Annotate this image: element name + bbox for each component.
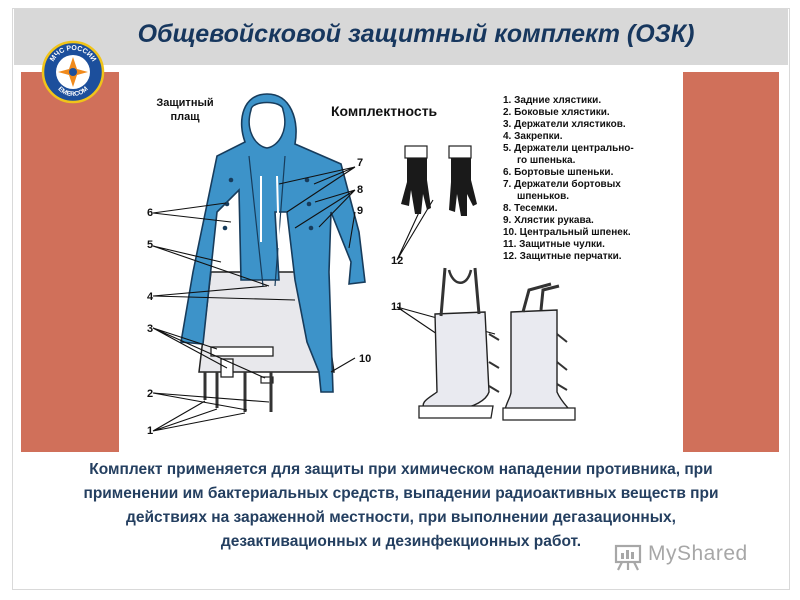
svg-text:7: 7 [357,157,363,169]
legend-item: шпеньков. [517,191,569,202]
svg-text:3: 3 [147,323,153,335]
legend-item: 3. Держатели хлястиков. [503,119,626,130]
protective-stockings-icon [418,267,576,421]
legend-item: 7. Держатели бортовых [503,178,621,190]
cloak-label-line2: плащ [170,111,200,123]
svg-text:4: 4 [147,291,154,303]
svg-text:11: 11 [391,301,403,313]
emercom-emblem-icon: МЧС РОССИИ EMERCOM [41,40,105,104]
myshared-watermark: MyShared [612,540,772,574]
slide-title: Общевойсковой защитный комплект (ОЗК) [137,20,695,48]
svg-text:6: 6 [147,207,153,219]
legend-item: 2. Боковые хлястики. [503,107,610,118]
illustration-panel: Защитный плащ Комплектность [119,72,683,452]
right-decor-panel [683,72,779,452]
title-bar [14,9,788,65]
contents-heading: Комплектность [331,103,438,119]
left-decor-panel [21,72,119,452]
legend-item: 9. Хлястик рукава. [503,215,594,226]
legend-item: 10. Центральный шпенек. [503,227,631,238]
caption-line: Комплект применяется для защиты при хими… [89,461,713,478]
svg-text:1: 1 [147,425,153,437]
svg-text:9: 9 [357,205,363,217]
svg-text:12: 12 [391,255,403,267]
svg-text:10: 10 [359,353,371,365]
legend-item: го шпенька. [517,155,576,166]
legend-item: 11. Защитные чулки. [503,239,605,250]
legend-item: 12. Защитные перчатки. [503,251,622,262]
usage-description: Комплект применяется для защиты при хими… [34,458,768,554]
caption-line: действиях на зараженной местности, при в… [126,509,676,526]
legend-item: 6. Бортовые шпеньки. [503,167,614,178]
svg-text:8: 8 [357,184,363,196]
caption-line: применении им бактериальных средств, вып… [83,485,719,502]
legend-item: 5. Держатели центрально- [503,143,634,154]
callout-numbers: 1 2 3 4 5 6 7 8 9 10 11 12 [147,157,403,437]
myshared-logo-icon [614,544,642,571]
legend-item: 8. Тесемки. [503,203,558,214]
component-legend: 1. Задние хлястики. 2. Боковые хлястики.… [503,95,634,262]
legend-item: 4. Закрепки. [503,131,563,142]
svg-text:5: 5 [147,239,153,251]
ozk-illustration: Защитный плащ Комплектность [147,93,634,437]
svg-text:2: 2 [147,388,153,400]
protective-gloves-icon [401,145,477,216]
caption-line: дезактивационных и дезинфекционных работ… [220,533,582,550]
cloak-label-line1: Защитный [156,97,213,109]
protective-cloak [180,93,366,393]
legend-item: 1. Задние хлястики. [503,95,601,106]
watermark-text: MyShared [648,542,748,565]
